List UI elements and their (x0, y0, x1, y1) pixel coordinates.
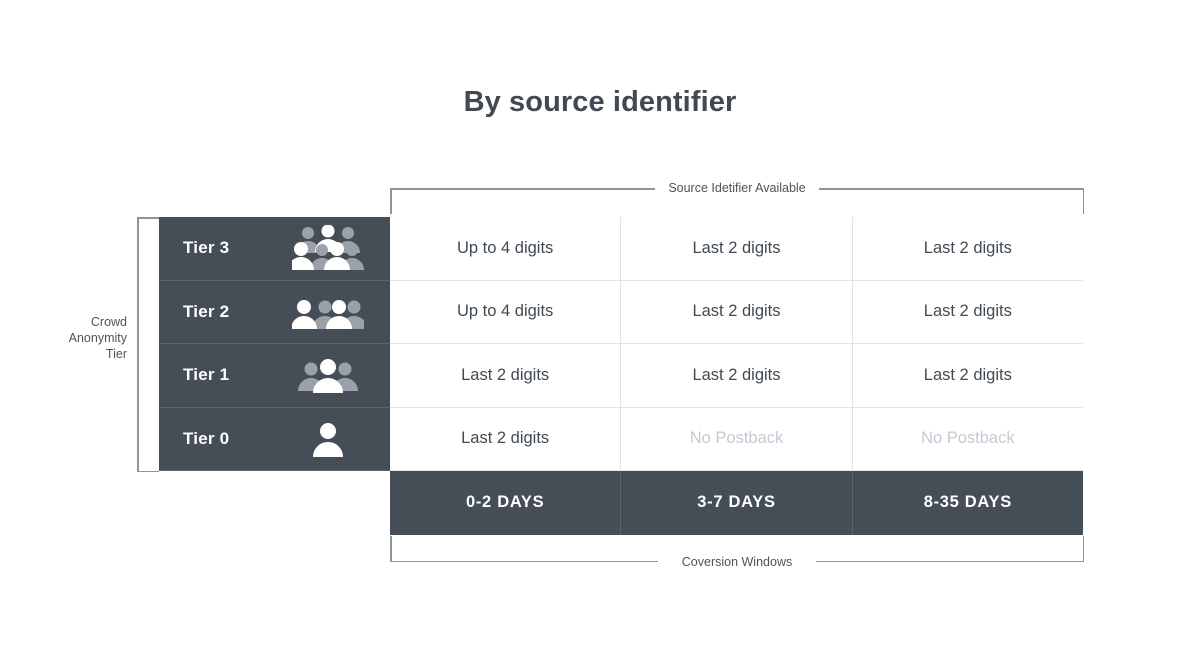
table-cell: Last 2 digits (852, 280, 1083, 344)
table-cell: No Postback (621, 407, 853, 471)
table-row: Tier 2 Up t (159, 280, 1083, 344)
row-axis-label-line-1: Crowd (90, 315, 127, 329)
table-cell: Last 2 digits (390, 344, 622, 408)
tier-header-cell[interactable]: Tier 2 (159, 280, 390, 344)
row-group-bracket (137, 217, 159, 472)
table-cell: Last 2 digits (852, 344, 1083, 408)
bracket-tick-left (390, 536, 392, 562)
matrix-table: Tier 3 (159, 217, 1083, 535)
crowd-seven-people-icon (288, 224, 364, 271)
table-cell: Last 2 digits (390, 407, 622, 471)
column-header-row: 0-2 DAYS 3-7 DAYS 8-35 DAYS (159, 471, 1083, 535)
tier-label: Tier 3 (183, 238, 230, 258)
table-row: Tier 3 (159, 217, 1083, 281)
bracket-tick-top (137, 217, 159, 219)
row-axis-label: Crowd Anonymity Tier (10, 314, 127, 362)
tier-header-cell[interactable]: Tier 0 (159, 407, 390, 471)
bracket-line-left (390, 560, 658, 562)
tier-header-cell[interactable]: Tier 1 (159, 344, 390, 408)
column-header-0-2-days[interactable]: 0-2 DAYS (390, 471, 622, 535)
bracket-tick-left (390, 188, 392, 214)
row-axis-label-line-2: Anonymity (68, 331, 127, 345)
table-cell: Up to 4 digits (390, 280, 622, 344)
column-group-label: Source Idetifier Available (660, 180, 814, 196)
table-cell: Last 2 digits (852, 217, 1083, 281)
column-header-8-35-days[interactable]: 8-35 DAYS (852, 471, 1083, 535)
table-cell: Up to 4 digits (390, 217, 622, 281)
table-cell: Last 2 digits (621, 217, 853, 281)
tier-header-cell[interactable]: Tier 3 (159, 217, 390, 281)
bracket-line-right (816, 560, 1084, 562)
bracket-line-right (819, 188, 1084, 190)
crowd-three-people-icon (292, 352, 364, 398)
table-row: Tier 0 Last 2 digits No Postback No Post… (159, 407, 1083, 471)
tier-label: Tier 0 (183, 428, 230, 448)
tier-label: Tier 2 (183, 301, 230, 321)
bracket-tick-bottom (137, 470, 159, 472)
page-title: By source identifier (463, 86, 737, 118)
column-group-bracket: Source Idetifier Available (390, 180, 1084, 214)
conversion-windows-label: Coversion Windows (673, 554, 801, 570)
tier-label: Tier 1 (183, 365, 230, 385)
table-cell: No Postback (852, 407, 1083, 471)
crowd-four-people-icon (291, 289, 367, 335)
table-cell: Last 2 digits (621, 344, 853, 408)
bracket-line-left (390, 188, 655, 190)
bracket-spine (137, 217, 139, 472)
single-person-icon (292, 416, 364, 462)
bracket-tick-right (1082, 188, 1084, 214)
table-row: Tier 1 Last 2 digits Last 2 digit (159, 344, 1083, 408)
bracket-tick-right (1082, 536, 1084, 562)
conversion-windows-bracket: Coversion Windows (390, 536, 1084, 570)
column-header-spacer (159, 471, 390, 535)
column-header-3-7-days[interactable]: 3-7 DAYS (621, 471, 853, 535)
row-axis-label-line-3: Tier (105, 347, 127, 361)
table-cell: Last 2 digits (621, 280, 853, 344)
